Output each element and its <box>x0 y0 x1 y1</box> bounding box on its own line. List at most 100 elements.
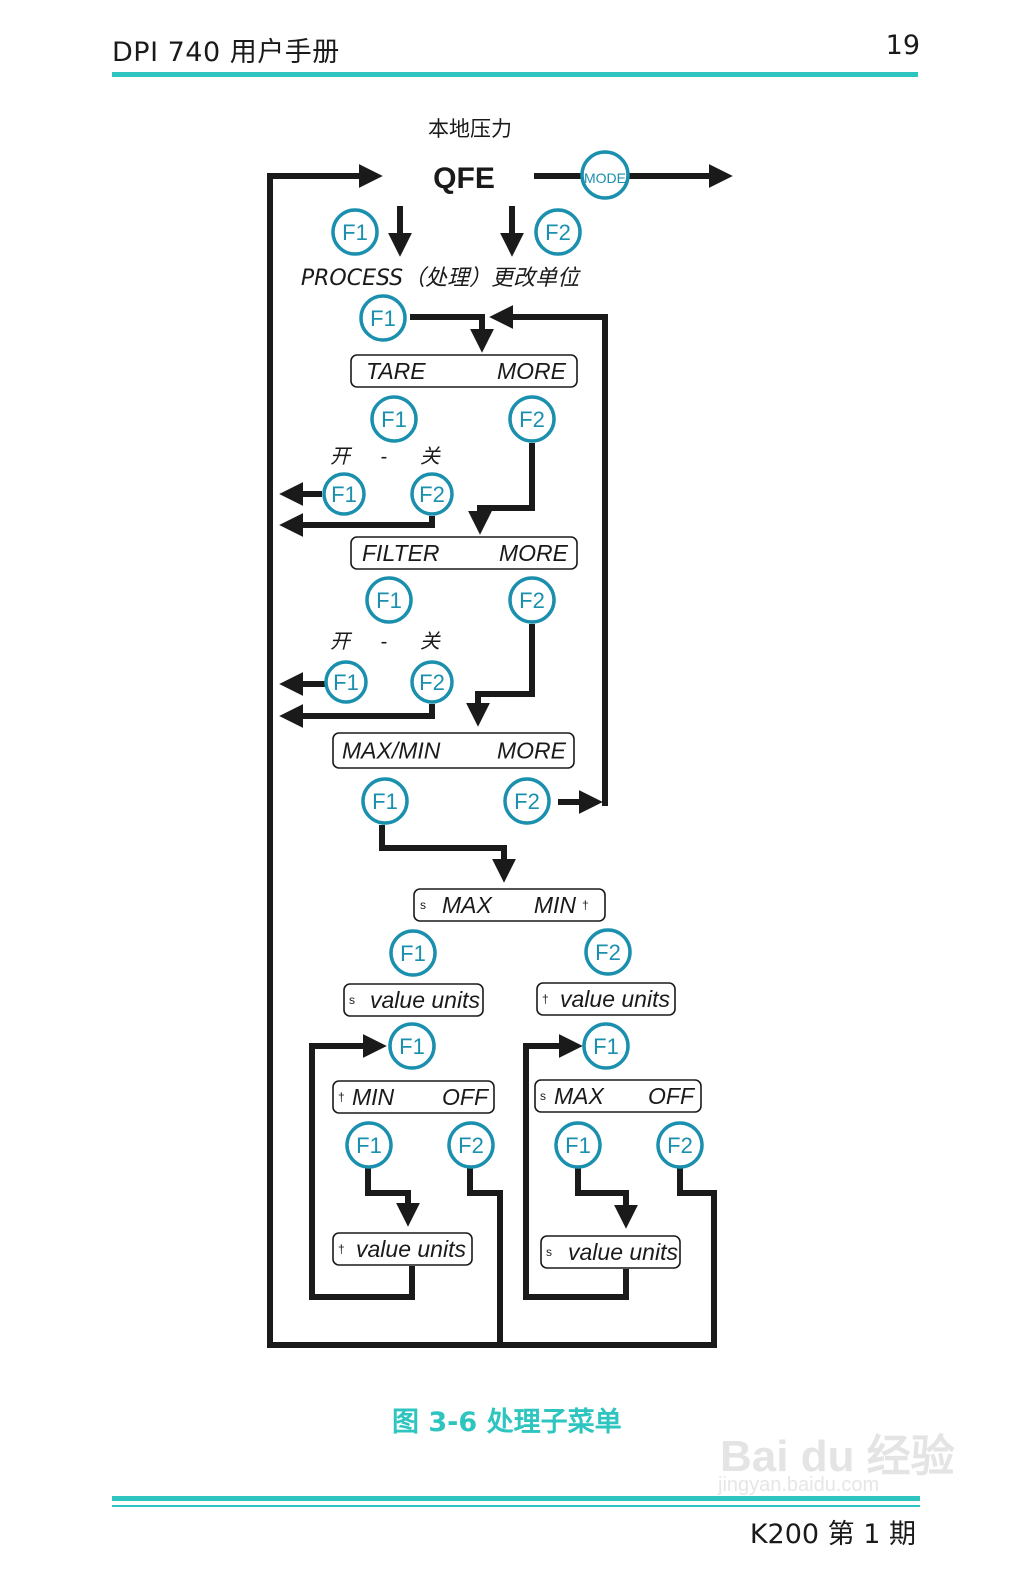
off-label: OFF <box>442 1084 490 1110</box>
mode-key[interactable]: MODE <box>580 150 630 200</box>
max-label: MAX <box>442 892 494 918</box>
f1-key[interactable]: F1 <box>324 660 368 704</box>
f2-key-label: F2 <box>514 789 540 814</box>
max-symbol: s <box>420 898 426 912</box>
min-symbol: † <box>338 1242 345 1256</box>
min-f1-to-value <box>365 1168 420 1227</box>
min-value-display-frame <box>536 982 676 1016</box>
f1-key[interactable]: F1 <box>365 576 413 624</box>
max-symbol: s <box>540 1089 546 1103</box>
f2-key-label: F2 <box>419 670 445 695</box>
min-value-display-2-frame <box>332 1232 473 1266</box>
more-loop-back <box>489 305 608 806</box>
f1-key-ring <box>324 660 368 704</box>
f1-key[interactable]: F1 <box>554 1121 602 1169</box>
min-label: MIN <box>352 1084 395 1110</box>
max-label: MAX <box>554 1083 606 1109</box>
value-units-label: value units <box>370 987 480 1013</box>
f2-key-ring <box>410 660 454 704</box>
f1-key-label: F1 <box>372 789 398 814</box>
f1-key-ring <box>582 1022 630 1070</box>
figure-caption: 图 3-6 处理子菜单 <box>392 1407 622 1438</box>
f1-key[interactable]: F1 <box>361 777 409 825</box>
return-loop-line <box>267 164 500 1348</box>
f1-key-label: F1 <box>333 670 359 695</box>
f1-key[interactable]: F1 <box>388 1022 436 1070</box>
f1-key-label: F1 <box>381 407 407 432</box>
f1-key[interactable]: F1 <box>370 395 418 443</box>
f1-key[interactable]: F1 <box>582 1022 630 1070</box>
f2-key[interactable]: F2 <box>508 395 556 443</box>
menu-max-off-frame <box>534 1079 702 1113</box>
f1-key-ring <box>345 1121 393 1169</box>
f2-key[interactable]: F2 <box>503 777 551 825</box>
filter-more-to-maxmin <box>466 624 535 727</box>
filter-off-return <box>279 704 435 728</box>
off-label: 关 <box>420 444 441 468</box>
min-label: MIN <box>534 892 577 918</box>
f1-key[interactable]: F1 <box>359 294 407 342</box>
max-f1-to-value <box>575 1168 638 1229</box>
f2-key[interactable]: F2 <box>656 1121 704 1169</box>
footer-issue: K200 第 1 期 <box>749 1519 916 1550</box>
f2-key-label: F2 <box>667 1133 693 1158</box>
maxmin-f1-to-select <box>379 825 516 883</box>
max-value-display-2: s value units <box>540 1235 681 1269</box>
f2-key[interactable]: F2 <box>584 928 632 976</box>
on-label: 开 <box>330 444 353 468</box>
f2-key[interactable]: F2 <box>410 660 454 704</box>
f1-key-label: F1 <box>356 1133 382 1158</box>
f1-key-label: F1 <box>593 1034 619 1059</box>
min-value-display: †value units <box>536 982 676 1016</box>
f1-key-ring <box>322 472 366 516</box>
max-loop <box>523 1034 629 1300</box>
f1-key-ring <box>554 1121 602 1169</box>
f1-key-ring <box>388 1022 436 1070</box>
value-units-label: value units <box>568 1239 678 1265</box>
f2-key-label: F2 <box>519 588 545 613</box>
min-loop <box>309 1034 415 1300</box>
f2-key[interactable]: F2 <box>447 1121 495 1169</box>
f1-key-label: F1 <box>400 941 426 966</box>
f1-to-tare <box>410 314 494 353</box>
f2-key-ring <box>534 208 582 256</box>
min-value-display-2: †value units <box>332 1232 473 1266</box>
dash-label: - <box>381 446 388 468</box>
f2-key[interactable]: F2 <box>534 208 582 256</box>
f1-key-label: F1 <box>376 588 402 613</box>
off-label: OFF <box>648 1083 696 1109</box>
f2-key-ring <box>410 472 454 516</box>
max-symbol: s <box>546 1245 552 1259</box>
max-value-display-2-frame <box>540 1235 681 1269</box>
menu-select-frame <box>413 888 606 922</box>
f2-key-label: F2 <box>458 1133 484 1158</box>
max-value-display-frame <box>343 983 484 1017</box>
min-symbol: † <box>582 898 589 912</box>
bottom-right-line <box>500 1168 717 1348</box>
f1-key[interactable]: F1 <box>345 1121 393 1169</box>
f1-key-label: F1 <box>331 482 357 507</box>
f1-key[interactable]: F1 <box>389 929 437 977</box>
f1-key[interactable]: F1 <box>331 208 379 256</box>
bottom-mid-line <box>467 1168 503 1345</box>
menu-min-off-frame <box>332 1080 495 1114</box>
min-symbol: † <box>338 1090 345 1104</box>
f2-key[interactable]: F2 <box>410 472 454 516</box>
mode-key-ring <box>580 150 630 200</box>
filter-label: FILTER <box>362 540 440 566</box>
f1-key[interactable]: F1 <box>322 472 366 516</box>
header-title: DPI 740 用户手册 <box>112 37 340 68</box>
f2-key-label: F2 <box>595 940 621 965</box>
f2-key-label: F2 <box>419 482 445 507</box>
f2-key-ring <box>503 777 551 825</box>
f2-key[interactable]: F2 <box>508 576 556 624</box>
more-label: MORE <box>499 540 569 566</box>
menu-select: s MAX MIN † <box>413 888 606 922</box>
f1-key-ring <box>389 929 437 977</box>
menu-max-off: s MAX OFF <box>534 1079 702 1113</box>
f2-key-ring <box>508 576 556 624</box>
f1-key-ring <box>365 576 413 624</box>
